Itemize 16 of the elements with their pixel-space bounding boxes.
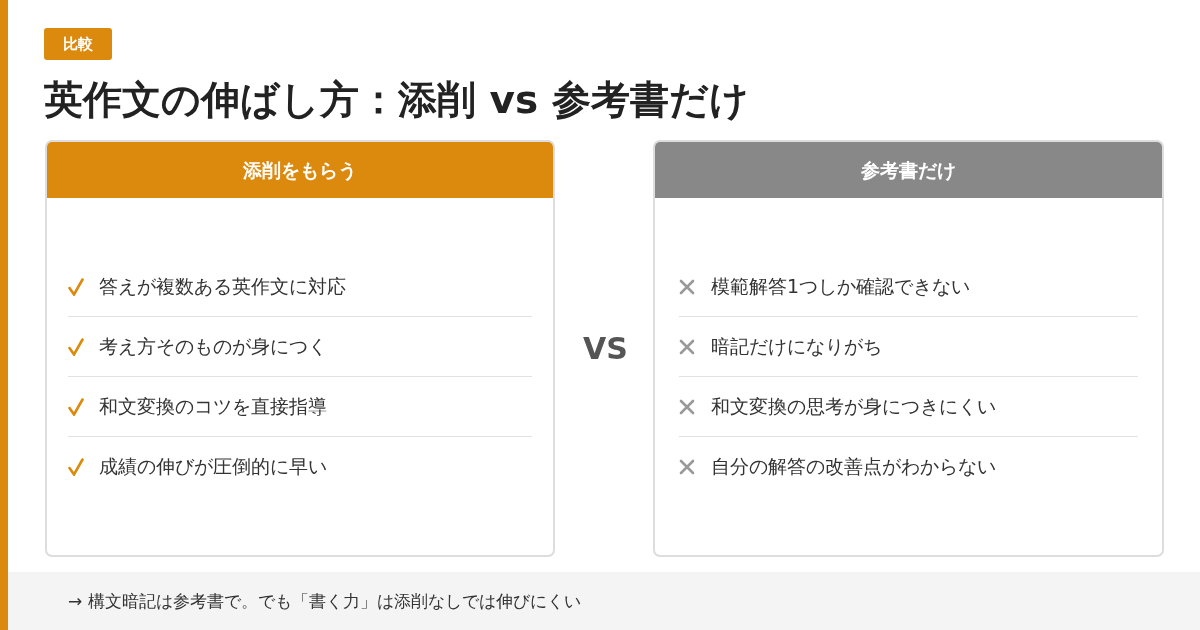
list-item-text: 模範解答1つしか確認できない [711,273,971,299]
list-item-text: 自分の解答の改善点がわからない [711,453,996,479]
list-item-text: 和文変換のコツを直接指導 [99,393,327,419]
title: 英作文の伸ばし方：添削 vs 参考書だけ [44,76,749,124]
card-header: 添削をもらう [47,142,553,198]
list-item-text: 暗記だけになりがち [711,333,882,359]
card-header: 参考書だけ [655,142,1162,198]
category-tag: 比較 [44,28,112,60]
vs-label: VS [583,331,628,367]
list-item-text: 和文変換の思考が身につきにくい [711,393,996,419]
comparison-card [45,140,555,557]
list-item-text: 答えが複数ある英作文に対応 [99,273,346,299]
comparison-card [653,140,1164,557]
list-item-text: 成績の伸びが圧倒的に早い [99,453,327,479]
list-item-text: 考え方そのものが身につく [99,333,327,359]
note-band: → 構文暗記は参考書で。でも「書く力」は添削なしでは伸びにくい [8,572,1200,630]
